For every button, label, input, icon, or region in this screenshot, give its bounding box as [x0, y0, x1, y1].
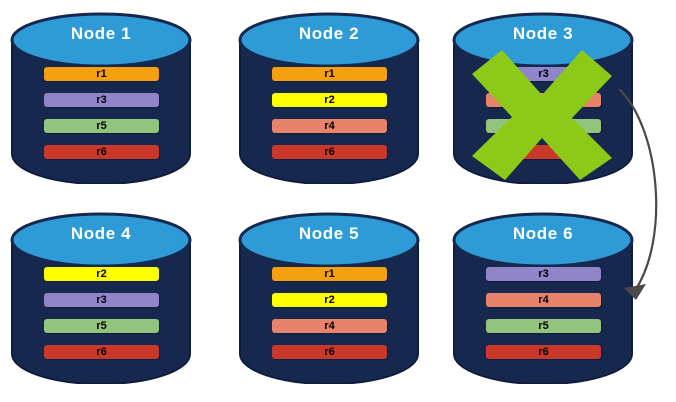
row-bar[interactable]: r3 — [44, 293, 159, 307]
row-bar[interactable]: r1 — [272, 67, 387, 81]
row-bar[interactable]: r2 — [272, 293, 387, 307]
row-list-node-3: r3 — [486, 67, 601, 159]
row-bar[interactable]: r6 — [486, 345, 601, 359]
row-bar[interactable]: r6 — [44, 345, 159, 359]
row-bar[interactable]: r1 — [272, 267, 387, 281]
node-5[interactable]: Node 5 r1 r2 r4 r6 — [238, 210, 420, 384]
row-list-node-1: r1 r3 r5 r6 — [44, 67, 159, 159]
node-3[interactable]: Node 3 r3 — [452, 10, 634, 184]
row-bar[interactable]: r6 — [272, 345, 387, 359]
node-6[interactable]: Node 6 r3 r4 r5 r6 — [452, 210, 634, 384]
row-bar[interactable]: r3 — [486, 67, 601, 81]
row-bar[interactable]: r5 — [44, 119, 159, 133]
row-list-node-5: r1 r2 r4 r6 — [272, 267, 387, 359]
node-4[interactable]: Node 4 r2 r3 r5 r6 — [10, 210, 192, 384]
row-bar[interactable]: r4 — [272, 119, 387, 133]
node-1[interactable]: Node 1 r1 r3 r5 r6 — [10, 10, 192, 184]
row-bar[interactable]: r6 — [272, 145, 387, 159]
row-list-node-6: r3 r4 r5 r6 — [486, 267, 601, 359]
row-bar[interactable]: r6 — [44, 145, 159, 159]
row-bar[interactable] — [486, 93, 601, 107]
row-bar[interactable]: r4 — [486, 293, 601, 307]
row-bar[interactable]: r4 — [272, 319, 387, 333]
row-bar[interactable]: r2 — [272, 93, 387, 107]
row-bar[interactable]: r2 — [44, 267, 159, 281]
node-2[interactable]: Node 2 r1 r2 r4 r6 — [238, 10, 420, 184]
row-list-node-4: r2 r3 r5 r6 — [44, 267, 159, 359]
row-bar[interactable]: r3 — [44, 93, 159, 107]
row-bar[interactable]: r3 — [486, 267, 601, 281]
row-bar[interactable]: r5 — [486, 319, 601, 333]
row-list-node-2: r1 r2 r4 r6 — [272, 67, 387, 159]
row-bar[interactable] — [486, 145, 601, 159]
row-bar[interactable]: r5 — [44, 319, 159, 333]
row-bar[interactable] — [486, 119, 601, 133]
row-bar[interactable]: r1 — [44, 67, 159, 81]
